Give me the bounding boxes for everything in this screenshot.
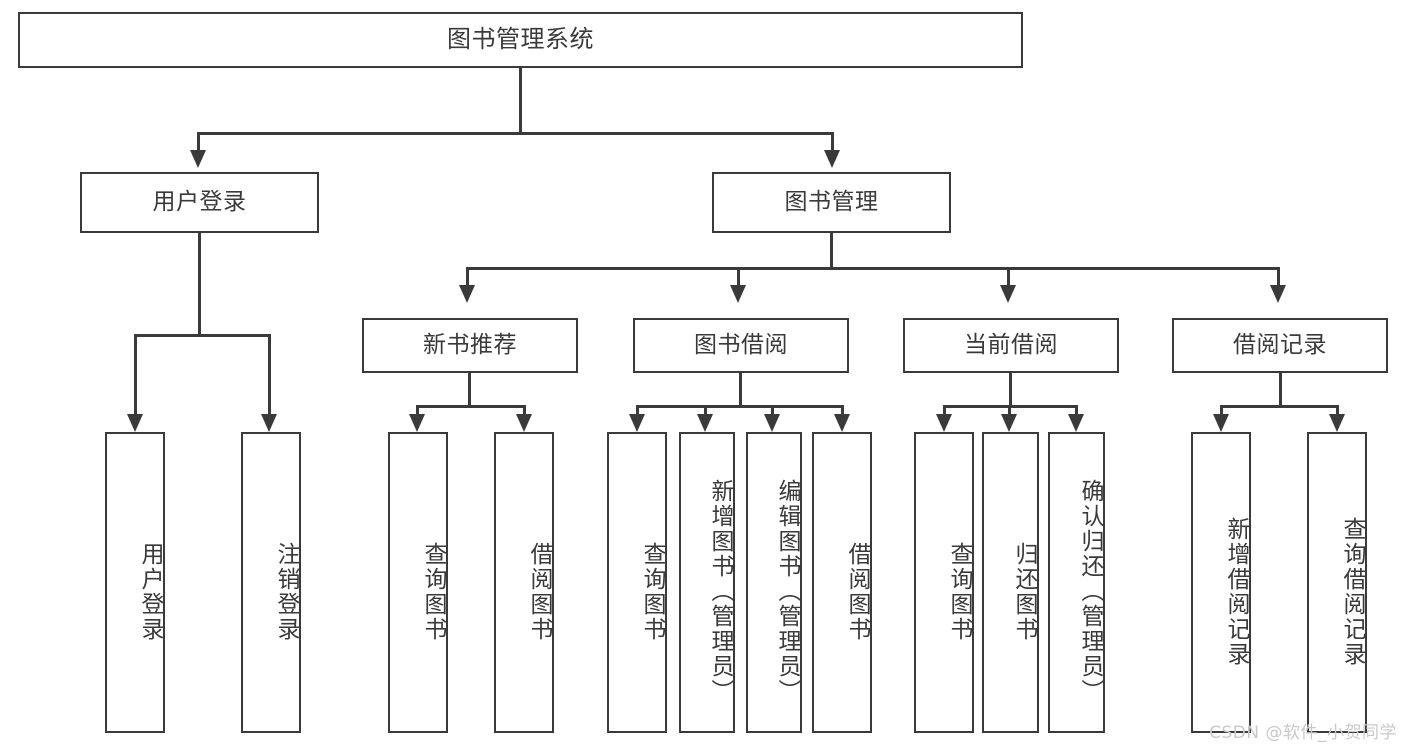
edge-to-book-borrow xyxy=(737,267,740,289)
edge-book-borrow-stem xyxy=(739,373,742,408)
node-current-borrow[interactable]: 当前借阅 xyxy=(903,318,1119,373)
leaf-book-borrow-edit-admin[interactable]: 编辑图书（管理员） xyxy=(746,432,802,733)
edge-user-login-bus xyxy=(134,334,271,337)
edge-borrow-record-bus xyxy=(1220,405,1338,408)
edge-book-borrow-to-leaf-1 xyxy=(636,405,639,418)
arrowhead-current-borrow-leaf-1 xyxy=(936,414,952,432)
edge-current-borrow-to-leaf-2 xyxy=(1008,405,1011,418)
edge-root-to-book-manage xyxy=(831,132,834,154)
edge-to-borrow-record xyxy=(1277,267,1280,289)
edge-current-borrow-to-leaf-3 xyxy=(1075,405,1078,418)
node-book-borrow[interactable]: 图书借阅 xyxy=(633,318,849,373)
edge-to-current-borrow xyxy=(1007,267,1010,289)
edge-book-borrow-to-leaf-2 xyxy=(704,405,707,418)
arrowhead-borrow-record-leaf-2 xyxy=(1329,414,1345,432)
node-borrow-record[interactable]: 借阅记录 xyxy=(1172,318,1388,373)
leaf-current-borrow-return[interactable]: 归还图书 xyxy=(982,432,1039,733)
edge-new-book-bus xyxy=(416,405,526,408)
arrowhead-book-borrow-leaf-4 xyxy=(834,414,850,432)
arrowhead-user-login-leaf-2 xyxy=(261,414,277,432)
arrowhead-current-borrow-leaf-2 xyxy=(1001,414,1017,432)
edge-book-borrow-to-leaf-4 xyxy=(841,405,844,418)
leaf-borrow-record-query[interactable]: 查询借阅记录 xyxy=(1307,432,1367,733)
arrowhead-new-book-leaf-2 xyxy=(516,414,532,432)
edge-current-borrow-to-leaf-1 xyxy=(943,405,946,418)
arrowhead-new-book-leaf-1 xyxy=(409,414,425,432)
leaf-book-borrow-add-admin[interactable]: 新增图书（管理员） xyxy=(679,432,735,733)
node-book-management[interactable]: 图书管理 xyxy=(712,172,951,233)
edge-book-manage-bus xyxy=(466,267,1280,270)
node-user-login[interactable]: 用户登录 xyxy=(80,172,319,233)
edge-user-login-stem xyxy=(198,233,201,337)
edge-current-borrow-stem xyxy=(1009,373,1012,408)
edge-borrow-record-stem xyxy=(1279,373,1282,408)
edge-root-stem xyxy=(519,68,522,134)
arrowhead-to-new-book xyxy=(459,285,475,303)
arrowhead-to-current-borrow xyxy=(1000,285,1016,303)
arrowhead-to-book-borrow xyxy=(730,285,746,303)
leaf-book-borrow-borrow[interactable]: 借阅图书 xyxy=(812,432,872,733)
arrowhead-user-login-leaf-1 xyxy=(127,414,143,432)
leaf-book-borrow-query[interactable]: 查询图书 xyxy=(607,432,667,733)
edge-borrow-record-to-leaf-2 xyxy=(1336,405,1339,418)
leaf-user-login-logout[interactable]: 注销登录 xyxy=(241,432,301,733)
edge-user-login-to-leaf-2 xyxy=(268,334,271,418)
edge-root-bus xyxy=(197,132,834,135)
arrowhead-to-borrow-record xyxy=(1270,285,1286,303)
leaf-new-book-borrow[interactable]: 借阅图书 xyxy=(494,432,554,733)
edge-book-borrow-bus xyxy=(636,405,844,408)
arrowhead-to-user-login xyxy=(190,150,206,168)
node-root-system[interactable]: 图书管理系统 xyxy=(18,12,1023,68)
edge-book-manage-stem xyxy=(830,233,833,270)
edge-borrow-record-to-leaf-1 xyxy=(1220,405,1223,418)
edge-new-book-to-leaf-1 xyxy=(416,405,419,418)
arrowhead-current-borrow-leaf-3 xyxy=(1068,414,1084,432)
leaf-borrow-record-add[interactable]: 新增借阅记录 xyxy=(1191,432,1251,733)
arrowhead-to-book-manage xyxy=(824,150,840,168)
leaf-current-borrow-confirm-admin[interactable]: 确认归还（管理员） xyxy=(1048,432,1105,733)
leaf-user-login-login[interactable]: 用户登录 xyxy=(105,432,165,733)
edge-new-book-stem xyxy=(468,373,471,408)
arrowhead-book-borrow-leaf-2 xyxy=(697,414,713,432)
edge-user-login-to-leaf-1 xyxy=(134,334,137,418)
csdn-watermark: CSDN @软件_小贺同学 xyxy=(1209,723,1397,743)
edge-new-book-to-leaf-2 xyxy=(523,405,526,418)
leaf-current-borrow-query[interactable]: 查询图书 xyxy=(914,432,974,733)
arrowhead-borrow-record-leaf-1 xyxy=(1213,414,1229,432)
edge-root-to-user-login xyxy=(197,132,200,154)
leaf-new-book-query[interactable]: 查询图书 xyxy=(388,432,448,733)
edge-to-new-book xyxy=(466,267,469,289)
arrowhead-book-borrow-leaf-3 xyxy=(764,414,780,432)
node-new-book-recommend[interactable]: 新书推荐 xyxy=(362,318,578,373)
arrowhead-book-borrow-leaf-1 xyxy=(629,414,645,432)
edge-book-borrow-to-leaf-3 xyxy=(771,405,774,418)
